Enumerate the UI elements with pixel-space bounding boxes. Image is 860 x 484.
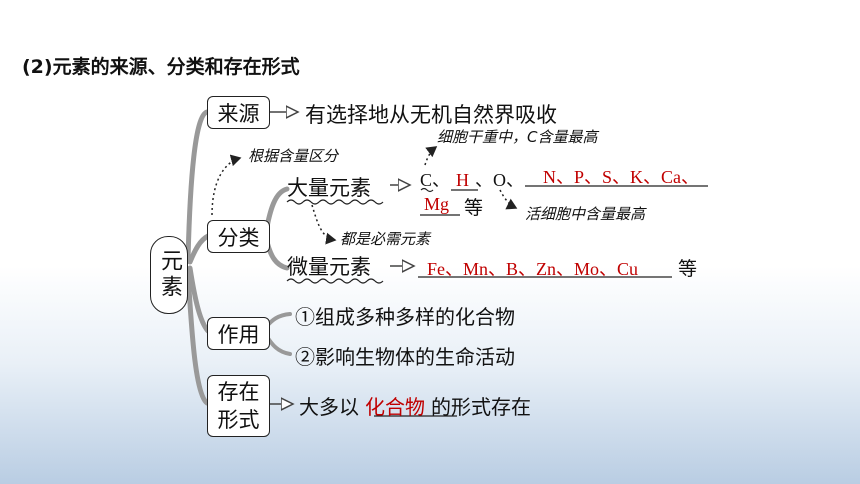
micro-elements: Fe、Mn、B、Zn、Mo、Cu (427, 259, 639, 279)
branch-form (185, 269, 210, 406)
branch-classify (187, 233, 211, 265)
form-label-line2: 形式 (217, 408, 260, 432)
micro-suffix: 等 (678, 258, 698, 280)
form-box: 存在 形式 (207, 375, 270, 437)
form-prefix: 大多以 (299, 395, 359, 419)
root-node: 元素 (150, 236, 188, 314)
note-all-essential: 都是必需元素 (340, 230, 431, 248)
element-c: C (420, 170, 433, 190)
form-answer: 化合物 (365, 395, 425, 419)
form-line: 大多以化合物的形式存在 (299, 391, 531, 420)
form-label-line1: 存在 (217, 380, 260, 404)
macro-line: C、H、O、 (420, 166, 524, 192)
classify-box: 分类 (207, 220, 270, 253)
element-mg: Mg (424, 194, 450, 214)
root-label: 元素 (157, 249, 182, 301)
function-item-1: ①组成多种多样的化合物 (295, 305, 515, 329)
note-dry-weight: 细胞干重中，C含量最高 (437, 128, 598, 146)
branch-function (187, 265, 211, 334)
branch-source (185, 109, 210, 263)
micro-label: 微量元素 (287, 255, 371, 279)
note-basis: 根据含量区分 (248, 147, 339, 165)
function-label: 作用 (217, 322, 260, 347)
form-suffix: 的形式存在 (431, 395, 531, 419)
macro-rest-elements: N、P、S、K、Ca、 (543, 167, 700, 187)
macro-label: 大量元素 (287, 176, 371, 200)
element-o: O (493, 170, 507, 190)
sep: 、 (432, 170, 451, 190)
element-h: H (456, 170, 470, 190)
source-label: 来源 (217, 101, 260, 126)
function-box: 作用 (207, 317, 270, 350)
function-item-2: ②影响生物体的生命活动 (295, 345, 515, 369)
classify-label: 分类 (217, 225, 260, 250)
section-heading: (2)元素的来源、分类和存在形式 (22, 56, 300, 78)
macro-suffix: 等 (464, 197, 484, 219)
source-box: 来源 (207, 96, 270, 129)
sep: 、 (506, 170, 525, 190)
sep: 、 (475, 170, 494, 190)
source-text: 有选择地从无机自然界吸收 (305, 103, 557, 127)
note-living-cell: 活细胞中含量最高 (525, 205, 646, 223)
